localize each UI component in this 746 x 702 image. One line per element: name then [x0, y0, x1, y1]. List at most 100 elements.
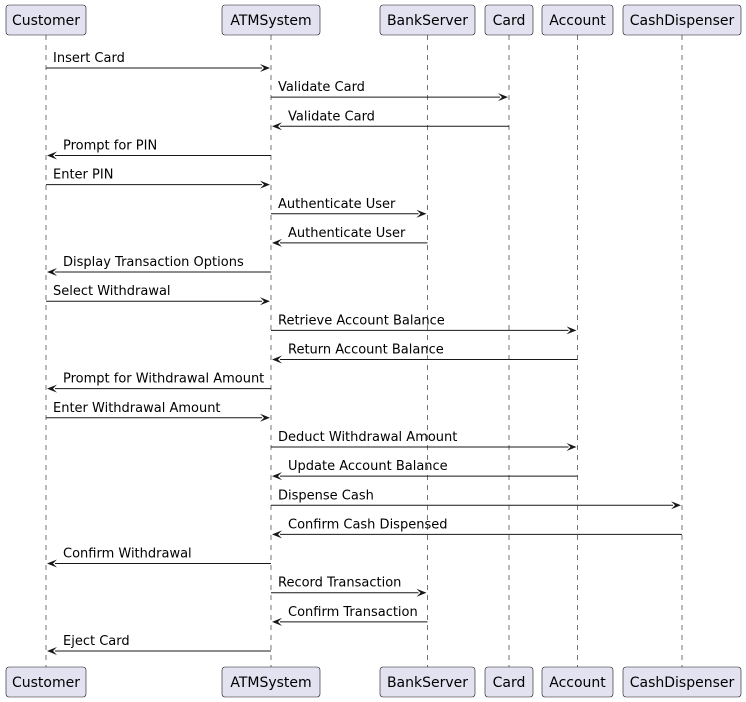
message-17: Confirm Cash Dispensed: [272, 517, 682, 539]
arrowhead-icon: [566, 326, 577, 335]
message-21: Eject Card: [47, 634, 271, 655]
participant-box: [379, 666, 476, 698]
participant-box: [5, 4, 87, 36]
participant-card-top: Card: [484, 4, 534, 36]
message-9: Select Withdrawal: [46, 284, 270, 306]
arrowhead-icon: [260, 180, 270, 189]
arrowhead-icon: [272, 472, 282, 481]
message-15: Update Account Balance: [272, 459, 578, 481]
message-label: Select Withdrawal: [53, 284, 171, 299]
message-label: Eject Card: [63, 634, 130, 649]
message-6: Authenticate User: [271, 197, 427, 218]
message-5: Enter PIN: [46, 168, 270, 189]
arrowhead-icon: [47, 647, 57, 655]
participant-card-bottom: Card: [484, 666, 534, 698]
arrowhead-icon: [260, 413, 270, 422]
participant-customer-top: Customer: [5, 4, 87, 36]
participant-bank-top: BankServer: [379, 4, 476, 36]
message-label: Retrieve Account Balance: [278, 313, 445, 328]
participant-label: ATMSystem: [230, 13, 311, 29]
participant-account-top: Account: [541, 4, 614, 36]
participant-label: ATMSystem: [230, 675, 311, 691]
participant-label: Customer: [12, 13, 80, 29]
participant-label: Card: [493, 675, 526, 691]
participant-box: [622, 4, 742, 36]
participant-label: BankServer: [387, 675, 468, 691]
arrowhead-icon: [272, 238, 282, 247]
participant-box: [622, 666, 742, 698]
participant-cash-bottom: CashDispenser: [622, 666, 742, 698]
message-label: Record Transaction: [278, 576, 401, 591]
message-10: Retrieve Account Balance: [271, 313, 577, 335]
arrowhead-icon: [272, 530, 282, 539]
message-label: Confirm Withdrawal: [63, 547, 192, 562]
participant-atm-bottom: ATMSystem: [221, 666, 321, 698]
message-16: Dispense Cash: [271, 488, 681, 510]
arrowhead-icon: [416, 209, 427, 218]
message-label: Confirm Cash Dispensed: [288, 517, 447, 532]
arrowhead-icon: [566, 442, 577, 451]
participant-box: [484, 4, 534, 36]
participant-box: [379, 4, 476, 36]
message-label: Return Account Balance: [288, 343, 444, 358]
participant-label: Card: [493, 13, 526, 29]
participant-box: [221, 666, 321, 698]
message-label: Deduct Withdrawal Amount: [278, 430, 457, 445]
message-14: Deduct Withdrawal Amount: [271, 430, 577, 451]
message-7: Authenticate User: [272, 226, 428, 247]
participant-box: [221, 4, 321, 36]
arrowhead-icon: [272, 355, 282, 364]
message-label: Confirm Transaction: [288, 605, 418, 620]
message-19: Record Transaction: [271, 576, 427, 597]
message-label: Prompt for Withdrawal Amount: [63, 372, 264, 387]
arrowhead-icon: [671, 501, 681, 510]
message-label: Prompt for PIN: [63, 138, 157, 153]
participant-label: Customer: [12, 675, 80, 691]
message-label: Dispense Cash: [278, 488, 374, 503]
arrowhead-icon: [260, 297, 270, 306]
message-8: Display Transaction Options: [47, 255, 271, 277]
message-4: Prompt for PIN: [47, 138, 271, 160]
participant-bank-bottom: BankServer: [379, 666, 476, 698]
participant-cash-top: CashDispenser: [622, 4, 742, 36]
participant-label: CashDispenser: [630, 675, 735, 691]
arrowhead-icon: [47, 559, 57, 568]
arrowhead-icon: [272, 617, 282, 626]
arrowhead-icon: [260, 64, 270, 72]
message-3: Validate Card: [272, 109, 509, 131]
message-11: Return Account Balance: [272, 343, 578, 364]
participant-footer-row: Customer ATMSystem BankServer Card Account Ca…: [5, 666, 742, 698]
message-label: Enter PIN: [53, 168, 113, 183]
message-label: Authenticate User: [288, 226, 406, 241]
arrowhead-icon: [416, 588, 427, 597]
arrowhead-icon: [47, 151, 57, 160]
arrowhead-icon: [47, 384, 57, 393]
participant-header-row: Customer ATMSystem BankServer Card Account Ca…: [5, 4, 742, 36]
message-label: Update Account Balance: [288, 459, 448, 474]
participant-label: Account: [549, 13, 606, 29]
message-label: Display Transaction Options: [63, 255, 244, 270]
message-label: Insert Card: [53, 51, 125, 66]
participant-label: CashDispenser: [630, 13, 735, 29]
message-2: Validate Card: [271, 80, 508, 102]
participant-account-bottom: Account: [541, 666, 614, 698]
message-13: Enter Withdrawal Amount: [46, 401, 270, 422]
message-1: Insert Card: [46, 51, 270, 72]
participant-box: [484, 666, 534, 698]
participant-customer-bottom: Customer: [5, 666, 87, 698]
message-label: Validate Card: [278, 80, 365, 95]
arrowhead-icon: [272, 122, 282, 131]
message-12: Prompt for Withdrawal Amount: [47, 372, 271, 393]
participant-label: BankServer: [387, 13, 468, 29]
message-18: Confirm Withdrawal: [47, 547, 271, 568]
message-20: Confirm Transaction: [272, 605, 428, 626]
participant-box: [541, 4, 614, 36]
message-label: Validate Card: [288, 109, 375, 124]
arrowhead-icon: [47, 268, 57, 277]
message-label: Authenticate User: [278, 197, 396, 212]
participant-box: [5, 666, 87, 698]
participant-atm-top: ATMSystem: [221, 4, 321, 36]
participant-box: [541, 666, 614, 698]
